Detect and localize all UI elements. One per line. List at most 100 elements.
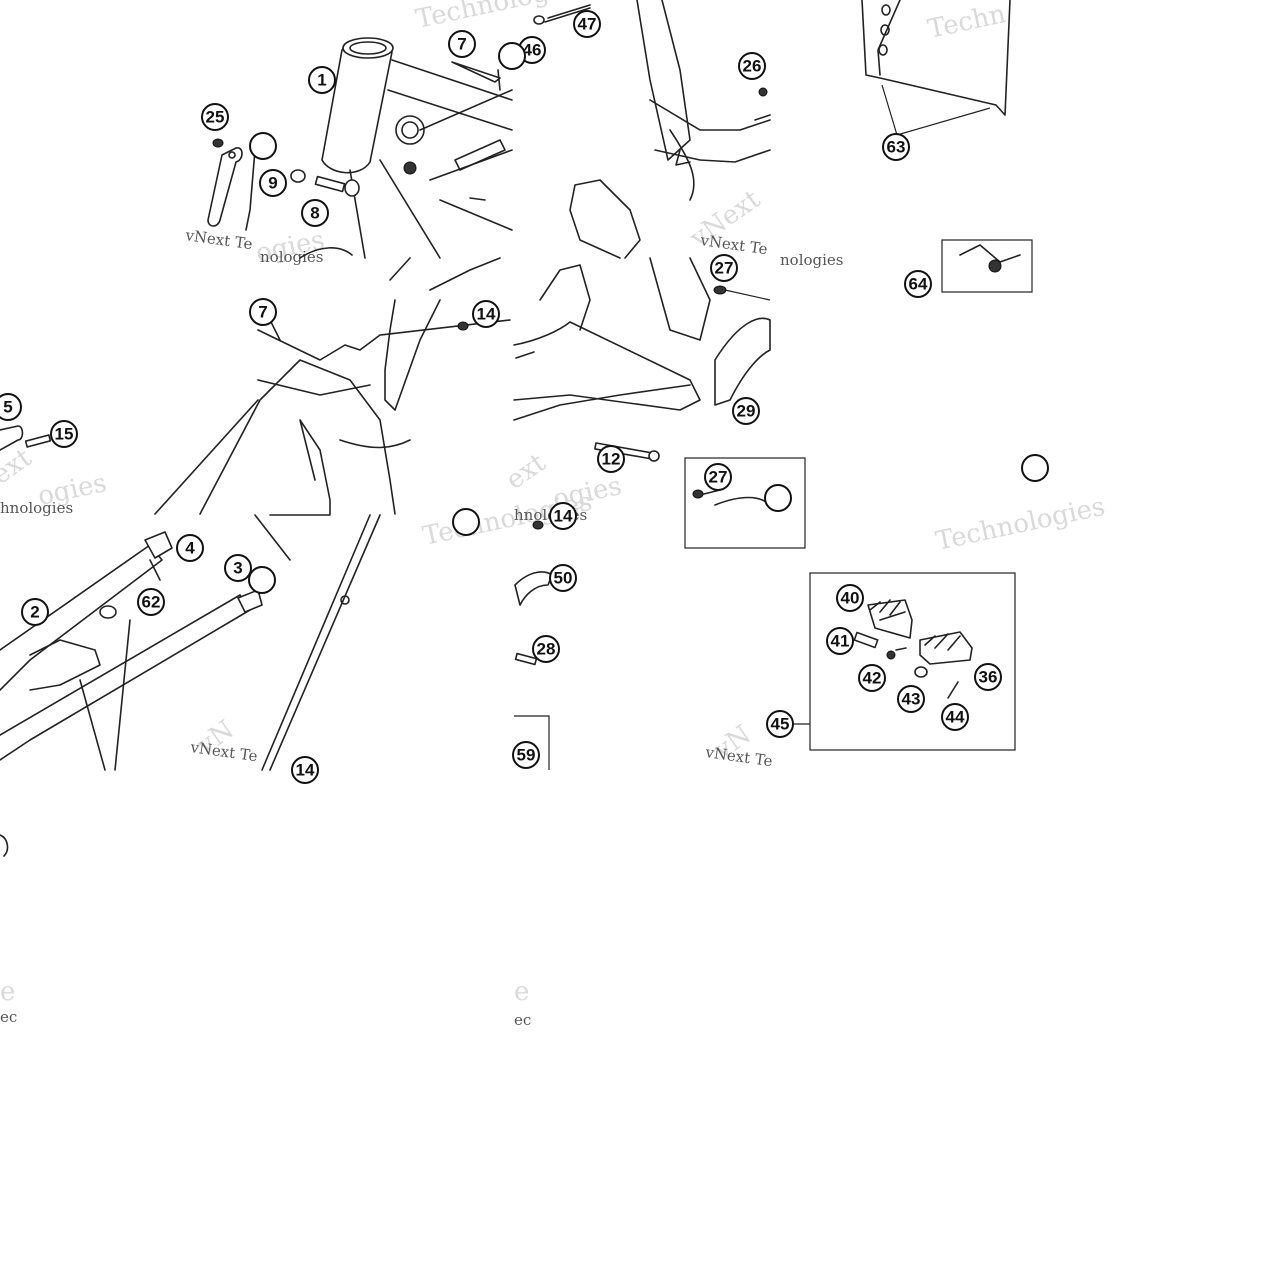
svg-text:42: 42 xyxy=(863,669,882,688)
svg-text:8: 8 xyxy=(310,204,319,223)
callout-62: 62 xyxy=(137,588,165,616)
svg-text:2: 2 xyxy=(30,603,39,622)
footpeg-box-45 xyxy=(790,572,1016,751)
watermark-caption: nologies xyxy=(260,248,324,266)
callout-7: 7 xyxy=(448,30,476,58)
watermark-caption: hnologies xyxy=(0,499,73,517)
callout-59: 59 xyxy=(512,741,540,769)
frame-upper-tube xyxy=(533,0,771,259)
callout-4: 4 xyxy=(176,534,204,562)
watermark-caption: vNext Te xyxy=(183,226,253,253)
callout-fragment xyxy=(249,132,277,160)
callout-36: 36 xyxy=(974,663,1002,691)
callout-15: 15 xyxy=(50,420,78,448)
callout-7b: 7 xyxy=(249,298,277,326)
svg-text:9: 9 xyxy=(268,174,277,193)
svg-text:59: 59 xyxy=(517,746,536,765)
plug-3 xyxy=(237,589,263,613)
callout-14b: 14 xyxy=(291,756,319,784)
frame-lower xyxy=(0,257,511,515)
callout-14c: 14 xyxy=(549,502,577,530)
watermark-text: e xyxy=(0,977,15,1007)
callout-2: 2 xyxy=(21,598,49,626)
watermark-caption: vNext Te xyxy=(698,231,768,258)
callout-40: 40 xyxy=(836,584,864,612)
detail-box-59 xyxy=(514,715,550,770)
watermark-text: ext xyxy=(501,448,552,496)
plate-63 xyxy=(861,0,1011,136)
callout-28: 28 xyxy=(532,635,560,663)
svg-text:64: 64 xyxy=(909,275,928,294)
svg-text:7: 7 xyxy=(457,35,466,54)
fragment-outline xyxy=(0,834,9,857)
cable-stub xyxy=(299,247,353,259)
watermark-text: e xyxy=(514,977,529,1007)
callout-fragment xyxy=(452,508,480,536)
callout-25: 25 xyxy=(201,103,229,131)
svg-text:1: 1 xyxy=(317,71,326,90)
callout-fragment xyxy=(498,42,526,70)
callout-44: 44 xyxy=(941,703,969,731)
nut-9 xyxy=(290,169,306,183)
svg-text:3: 3 xyxy=(233,559,242,578)
callout-63: 63 xyxy=(882,133,910,161)
watermark-text: Technologies xyxy=(933,492,1108,557)
svg-text:4: 4 xyxy=(185,539,195,558)
callout-fragment xyxy=(1021,454,1049,482)
svg-text:45: 45 xyxy=(771,715,790,734)
svg-text:43: 43 xyxy=(902,690,921,709)
callout-9: 9 xyxy=(259,169,287,197)
callout-14: 14 xyxy=(472,300,500,328)
svg-text:40: 40 xyxy=(841,589,860,608)
guard-50 xyxy=(514,520,553,666)
svg-text:62: 62 xyxy=(142,593,161,612)
plug-4 xyxy=(144,531,173,559)
callout-41: 41 xyxy=(826,627,854,655)
steering-head xyxy=(321,37,513,259)
svg-text:14: 14 xyxy=(296,761,315,780)
svg-text:27: 27 xyxy=(709,468,728,487)
detail-box-27 xyxy=(684,457,806,549)
watermark-caption: vNext Te xyxy=(188,738,258,765)
callout-fragment xyxy=(764,484,792,512)
watermark-caption: ec xyxy=(514,1011,531,1029)
callout-50: 50 xyxy=(549,564,577,592)
watermark-caption: vNext Te xyxy=(703,743,773,770)
subframe-12 xyxy=(513,257,711,462)
svg-text:14: 14 xyxy=(477,305,496,324)
callout-12: 12 xyxy=(597,445,625,473)
svg-text:15: 15 xyxy=(55,425,74,444)
svg-text:46: 46 xyxy=(523,41,542,60)
svg-text:36: 36 xyxy=(979,668,998,687)
svg-text:5: 5 xyxy=(3,398,12,417)
callout-29: 29 xyxy=(732,397,760,425)
watermark-caption-layer: vNext Te vNext Te nologies nologies hnol… xyxy=(0,226,844,1029)
svg-text:63: 63 xyxy=(887,138,906,157)
svg-text:47: 47 xyxy=(578,15,597,34)
bolt-8 xyxy=(314,175,360,197)
watermark-layer: Technologies Techn vNext ogies ogies ext… xyxy=(0,0,1108,1007)
spacer-62 xyxy=(99,605,117,619)
callout-45: 45 xyxy=(766,710,794,738)
svg-text:50: 50 xyxy=(554,569,573,588)
bracket-25 xyxy=(207,138,256,231)
svg-text:14: 14 xyxy=(554,507,573,526)
watermark-caption: nologies xyxy=(780,251,844,269)
callout-43: 43 xyxy=(897,685,925,713)
svg-text:12: 12 xyxy=(602,450,621,469)
svg-text:27: 27 xyxy=(715,259,734,278)
svg-text:29: 29 xyxy=(737,402,756,421)
callout-1: 1 xyxy=(308,66,336,94)
svg-text:44: 44 xyxy=(946,708,965,727)
callout-5: 5 xyxy=(0,393,22,421)
callout-27: 27 xyxy=(710,254,738,282)
callout-26: 26 xyxy=(738,52,766,80)
watermark-text: Techn xyxy=(925,0,1009,45)
svg-text:26: 26 xyxy=(743,57,762,76)
callout-fragment xyxy=(248,566,276,594)
callout-8: 8 xyxy=(301,199,329,227)
callout-42: 42 xyxy=(858,664,886,692)
watermark-text: ext xyxy=(0,443,38,491)
svg-text:7: 7 xyxy=(258,303,267,322)
